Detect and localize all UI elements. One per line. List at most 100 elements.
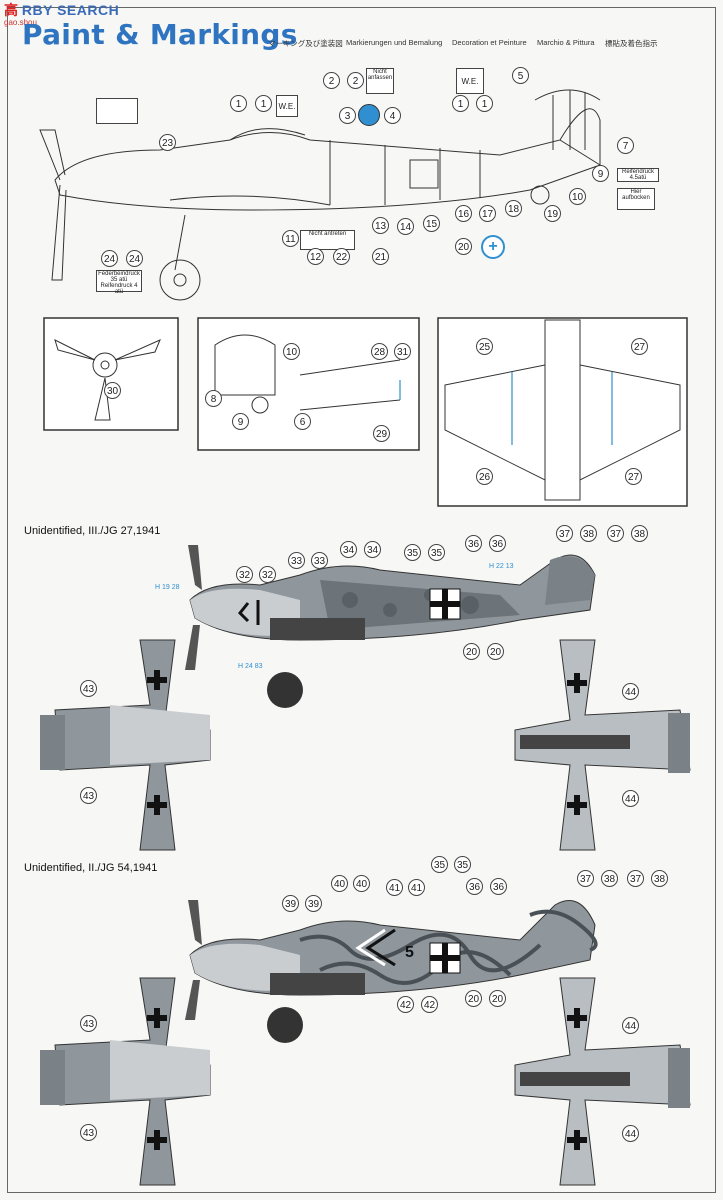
callout-2a: 2 — [323, 72, 340, 89]
callout-34b: 34 — [364, 541, 381, 558]
callout-21: 21 — [372, 248, 389, 265]
watermark-sub: gao.shou — [4, 18, 37, 27]
callout-10-panel: 10 — [283, 343, 300, 360]
aircraft-number: 5 — [405, 944, 414, 961]
hier-aufbocken-box: Hier aufbocken — [617, 188, 655, 210]
callout-37d: 37 — [627, 870, 644, 887]
page-title: Paint & Markings — [22, 18, 298, 51]
callout-25: 25 — [476, 338, 493, 355]
callout-1c: 1 — [452, 95, 469, 112]
callout-20: 20 — [455, 238, 472, 255]
callout-42b: 42 — [421, 996, 438, 1013]
callout-31: 31 — [394, 343, 411, 360]
callout-7: 7 — [617, 137, 634, 154]
scheme1-caption: Unidentified, III./JG 27,1941 — [24, 525, 161, 537]
callout-29: 29 — [373, 425, 390, 442]
callout-36d: 36 — [490, 878, 507, 895]
callout-16: 16 — [455, 205, 472, 222]
callout-23: 23 — [159, 134, 176, 151]
nicht-antreten-box-2: Nicht antreten — [300, 230, 355, 250]
federbein-box: Federbeindruck 35 atü Reifendruck 4 atü — [96, 270, 142, 295]
callout-27b: 27 — [625, 468, 642, 485]
callout-8: 8 — [205, 390, 222, 407]
callout-43c: 43 — [80, 1015, 97, 1032]
callout-35a: 35 — [404, 544, 421, 561]
callout-24b: 24 — [126, 250, 143, 267]
callout-35c: 35 — [431, 856, 448, 873]
callout-18: 18 — [505, 200, 522, 217]
callout-1a: 1 — [230, 95, 247, 112]
blue-cross-marker: + — [481, 235, 505, 259]
callout-2b: 2 — [347, 72, 364, 89]
callout-19: 19 — [544, 205, 561, 222]
callout-37b: 37 — [607, 525, 624, 542]
callout-17: 17 — [479, 205, 496, 222]
callout-37c: 37 — [577, 870, 594, 887]
callout-38b: 38 — [631, 525, 648, 542]
callout-43a: 43 — [80, 680, 97, 697]
callout-43b: 43 — [80, 787, 97, 804]
callout-13: 13 — [372, 217, 389, 234]
callout-28: 28 — [371, 343, 388, 360]
lang-french: Decoration et Peinture — [452, 38, 527, 47]
callout-1d: 1 — [476, 95, 493, 112]
callout-1b: 1 — [255, 95, 272, 112]
lang-japanese: マーキング及び塗装図 — [268, 39, 343, 48]
tag-h19: H 19 28 — [155, 584, 180, 591]
callout-44a: 44 — [622, 683, 639, 700]
page-border — [7, 7, 716, 1193]
callout-22: 22 — [333, 248, 350, 265]
lang-german: Markierungen und Bemalung — [346, 38, 443, 47]
blue-decal-marker — [358, 104, 380, 126]
callout-6: 6 — [294, 413, 311, 430]
callout-12: 12 — [307, 248, 324, 265]
callout-15: 15 — [423, 215, 440, 232]
callout-14: 14 — [397, 218, 414, 235]
callout-38c: 38 — [601, 870, 618, 887]
callout-36a: 36 — [465, 535, 482, 552]
callout-41a: 41 — [386, 879, 403, 896]
callout-20b: 20 — [487, 643, 504, 660]
callout-36b: 36 — [489, 535, 506, 552]
callout-40a: 40 — [331, 875, 348, 892]
callout-35b: 35 — [428, 544, 445, 561]
callout-33a: 33 — [288, 552, 305, 569]
callout-36c: 36 — [466, 878, 483, 895]
tag-h24: H 24 83 — [238, 663, 263, 670]
callout-20a: 20 — [463, 643, 480, 660]
callout-24a: 24 — [101, 250, 118, 267]
callout-9: 9 — [592, 165, 609, 182]
callout-20d: 20 — [489, 990, 506, 1007]
callout-44d: 44 — [622, 1125, 639, 1142]
callout-32b: 32 — [259, 566, 276, 583]
callout-41b: 41 — [408, 879, 425, 896]
callout-39a: 39 — [282, 895, 299, 912]
callout-11: 11 — [282, 230, 299, 247]
callout-42a: 42 — [397, 996, 414, 1013]
callout-44c: 44 — [622, 1017, 639, 1034]
callout-27a: 27 — [631, 338, 648, 355]
callout-32a: 32 — [236, 566, 253, 583]
callout-40b: 40 — [353, 875, 370, 892]
callout-4: 4 — [384, 107, 401, 124]
nicht-antreten-box: Nicht anfassen — [366, 68, 394, 94]
lang-chinese: 標貼及着色指示 — [605, 39, 658, 48]
callout-20c: 20 — [465, 990, 482, 1007]
callout-37a: 37 — [556, 525, 573, 542]
lang-italian: Marchio & Pittura — [537, 38, 595, 47]
callout-38a: 38 — [580, 525, 597, 542]
watermark-logo: 高 RBY SEARCH — [4, 2, 120, 18]
callout-10: 10 — [569, 188, 586, 205]
callout-34a: 34 — [340, 541, 357, 558]
we-box-2: W.E. — [456, 68, 484, 94]
stencil-box — [96, 98, 138, 124]
callout-39b: 39 — [305, 895, 322, 912]
tag-h22: H 22 13 — [489, 563, 514, 570]
callout-30: 30 — [104, 382, 121, 399]
callout-38d: 38 — [651, 870, 668, 887]
we-box: W.E. — [276, 95, 298, 117]
callout-3: 3 — [339, 107, 356, 124]
callout-5: 5 — [512, 67, 529, 84]
callout-9-panel: 9 — [232, 413, 249, 430]
